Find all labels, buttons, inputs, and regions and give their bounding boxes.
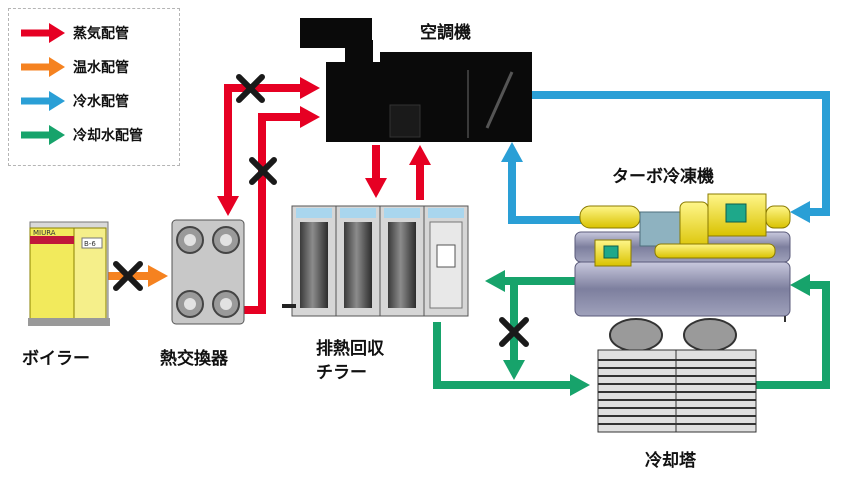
legend-item-cooling-water: 冷却水配管: [19, 125, 143, 145]
legend-item-hot-water: 温水配管: [19, 57, 129, 77]
boiler-model: B-6: [84, 240, 96, 248]
steam-arrowhead-hex: [217, 196, 239, 216]
red-arrow-icon: [21, 23, 65, 43]
heat-exchanger-label: 熱交換器: [160, 349, 228, 369]
legend-label-hot-water: 温水配管: [73, 60, 129, 76]
steam-arrowhead-chiller-down: [365, 178, 387, 198]
turbo-chiller-label: ターボ冷凍機: [612, 167, 714, 187]
orange-arrow-icon: [21, 57, 65, 77]
legend-label-steam: 蒸気配管: [73, 26, 129, 42]
cooling-tower-label: 冷却塔: [645, 451, 696, 471]
legend-item-steam: 蒸気配管: [19, 23, 129, 43]
legend-item-cold-water: 冷水配管: [19, 91, 129, 111]
cold-arrowhead-to-aircon: [501, 142, 523, 162]
blocked-mark-steam-top: [236, 74, 265, 103]
steam-arrowhead-aircon-bottom: [300, 106, 320, 128]
cool-arrowhead-to-chiller: [485, 270, 505, 292]
blocked-mark-cooling: [499, 317, 529, 347]
turbo-chiller-unit: [574, 193, 791, 322]
cooling-tower-unit: [597, 318, 757, 433]
aircon-unit: [300, 18, 532, 142]
legend-label-cold-water: 冷水配管: [73, 94, 129, 110]
hot-water-arrowhead: [148, 265, 168, 287]
cool-arrowhead-to-turbo: [790, 274, 810, 296]
blocked-mark-steam-mid: [249, 157, 277, 185]
blue-arrow-icon: [21, 91, 65, 111]
heat-recovery-chiller-label-1: 排熱回収: [316, 339, 384, 359]
steam-arrowhead-aircon-top: [300, 77, 320, 99]
green-arrow-icon: [21, 125, 65, 145]
cool-arrowhead-to-tower: [570, 374, 590, 396]
blocked-mark-hot-water: [113, 261, 143, 291]
aircon-label: 空調機: [420, 23, 471, 43]
boiler-brand: MIURA: [33, 229, 56, 237]
steam-pipe: [224, 84, 424, 314]
cold-water-pipe: [508, 91, 830, 224]
heat-recovery-chiller-label-2: チラー: [316, 363, 367, 383]
heat-exchanger-unit: [171, 219, 245, 325]
cold-arrowhead-to-turbo: [790, 201, 810, 223]
boiler-unit: [28, 221, 110, 326]
legend: 蒸気配管 温水配管 冷水配管 冷却水配管: [8, 8, 180, 166]
boiler-label: ボイラー: [22, 349, 90, 369]
cooling-water-pipe: [433, 277, 830, 389]
legend-label-cooling-water: 冷却水配管: [73, 128, 143, 144]
steam-arrowhead-chiller-up: [409, 145, 431, 165]
heat-recovery-chiller-unit: [282, 205, 469, 317]
cool-arrowhead-down: [503, 360, 525, 380]
